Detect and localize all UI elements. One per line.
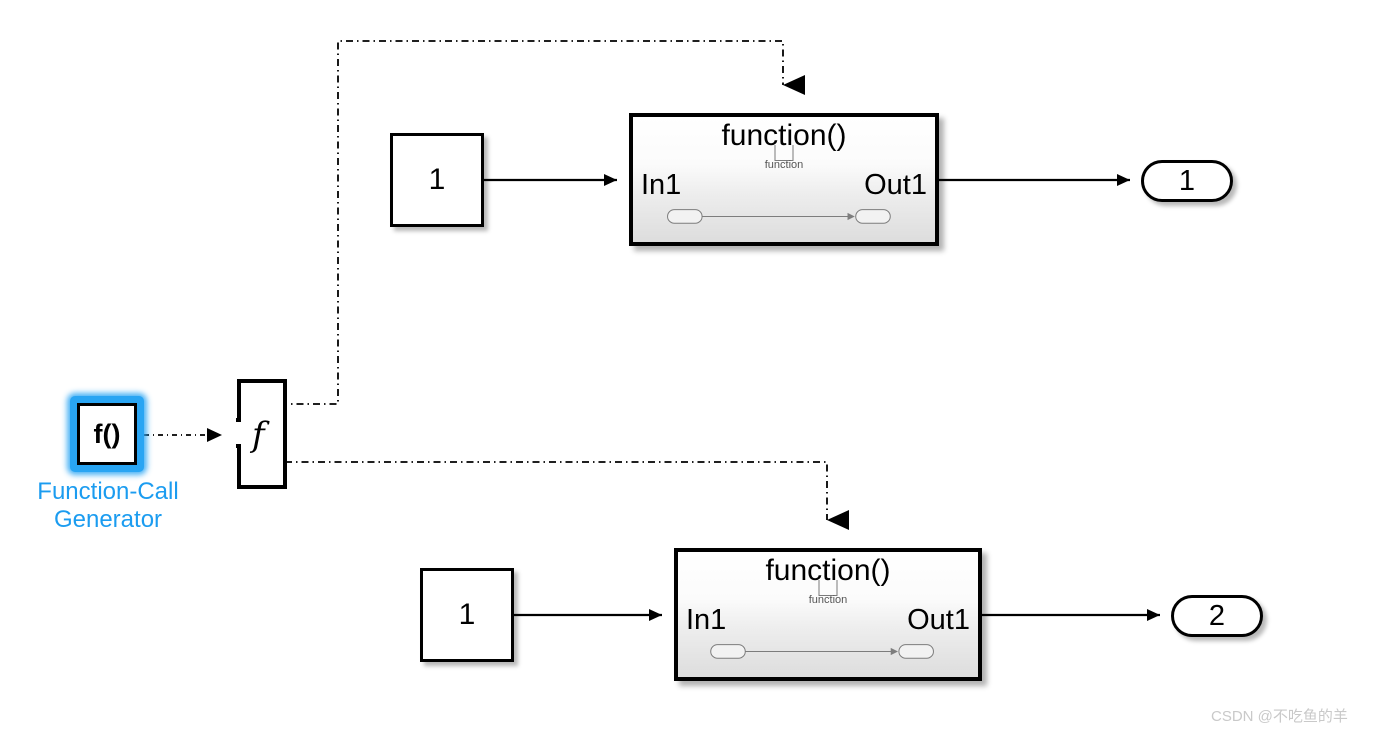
function-call-generator-label: Function-Call Generator	[37, 478, 179, 534]
constant-block-bottom[interactable]: 1	[420, 568, 514, 662]
subsystem-bottom-title: function()	[765, 554, 891, 587]
outport-block-2[interactable]: 2	[1171, 595, 1263, 637]
function-call-split-shape	[228, 379, 287, 489]
subsystem-bottom-input-port-label: In1	[686, 604, 727, 636]
function-call-split-glyph: f	[252, 415, 265, 455]
function-call-generator-value: f()	[93, 418, 121, 449]
trigger-port-icon	[774, 145, 794, 161]
subsystem-top-input-port-label: In1	[641, 169, 682, 201]
subsystem-top-title: function()	[721, 119, 847, 152]
subsystem-bottom-inner-preview	[710, 644, 934, 659]
subsystem-top-inner-preview	[667, 209, 891, 224]
function-call-subsystem-top[interactable]: function() function In1 Out1	[629, 113, 939, 246]
outport-value-2: 2	[1208, 599, 1226, 632]
constant-block-top[interactable]: 1	[390, 133, 484, 227]
watermark-text: CSDN @不吃鱼的羊	[1211, 708, 1348, 725]
subsystem-top-trigger-label: function	[764, 159, 804, 171]
subsystem-bottom-output-port-label: Out1	[907, 604, 970, 636]
function-call-generator-body[interactable]: f()	[77, 403, 137, 465]
outport-block-1[interactable]: 1	[1141, 160, 1233, 202]
function-call-subsystem-bottom[interactable]: function() function In1 Out1	[674, 548, 982, 681]
function-call-split-block[interactable]: f	[228, 378, 288, 490]
subsystem-top-output-port-label: Out1	[864, 169, 927, 201]
constant-value-bottom: 1	[458, 598, 476, 631]
outport-value-1: 1	[1178, 164, 1196, 197]
function-call-generator-block[interactable]: f()	[70, 396, 144, 472]
trigger-port-icon	[818, 580, 838, 596]
function-call-split-to-subsystem-bottom	[285, 461, 849, 530]
constant-value-top: 1	[428, 163, 446, 196]
subsystem-bottom-trigger-label: function	[808, 594, 848, 606]
